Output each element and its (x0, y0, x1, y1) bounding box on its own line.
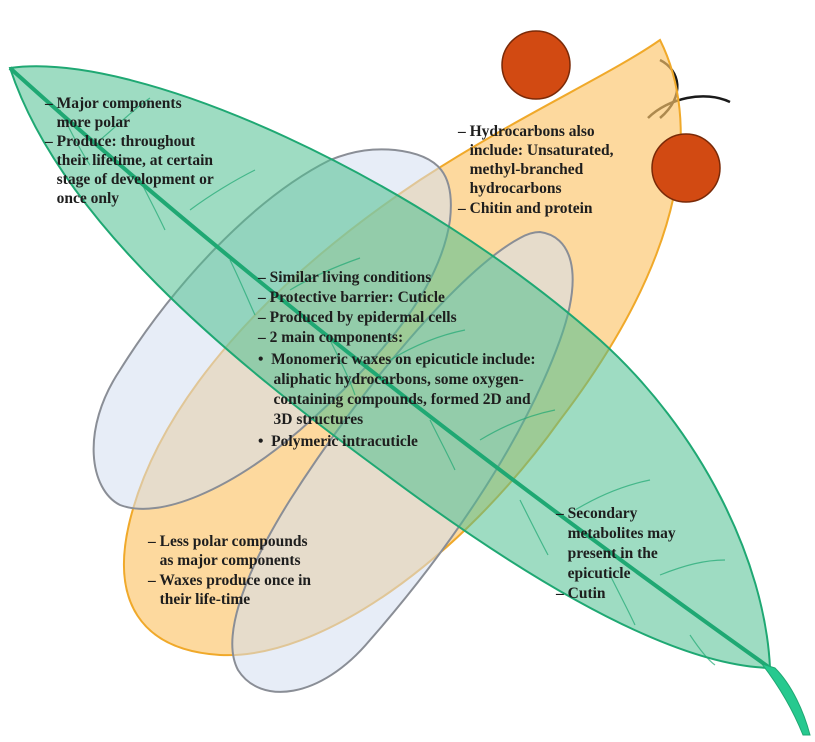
insect-bottom-text: – Less polar compounds as major componen… (0, 0, 330, 608)
common-text: – Similar living conditions – Protective… (0, 0, 476, 346)
insect-eye-icon (501, 30, 571, 100)
insect-top-text: – Hydrocarbons also include: Unsaturated… (0, 0, 633, 217)
common-bullet-text: • Monomeric waxes on epicuticle include:… (0, 0, 555, 450)
insect-eye-icon (651, 133, 721, 203)
plant-bottom-text: – Secondary metabolites may present in t… (555, 505, 676, 602)
plant-top-text: – Major components more polar – Produce:… (0, 0, 233, 207)
leaf-midrib (8, 66, 772, 670)
leaf-stem (760, 663, 811, 736)
